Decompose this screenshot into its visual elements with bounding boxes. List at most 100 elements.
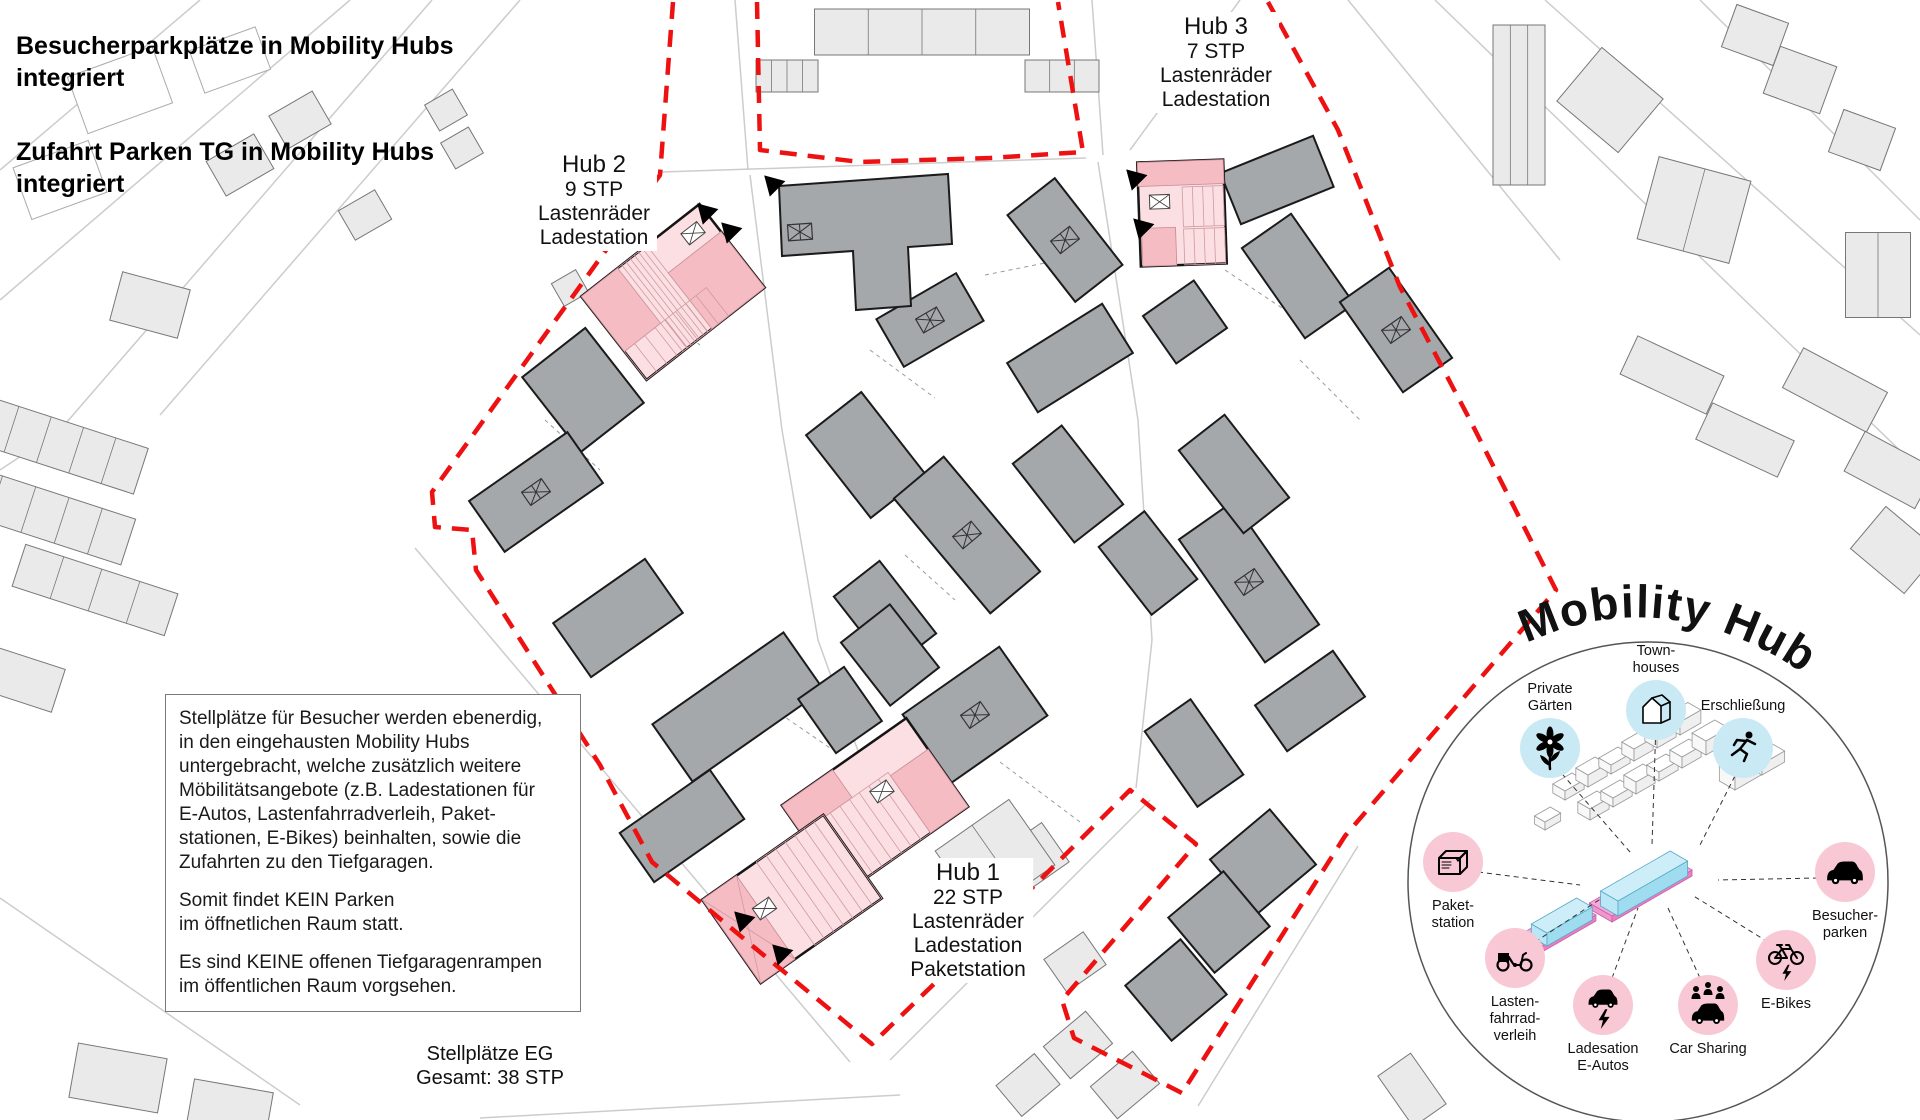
info-box-line: stationen, E-Bikes) beinhalten, sowie di… — [179, 828, 522, 849]
development-buildings-layer — [467, 134, 1454, 1043]
development-building — [1005, 302, 1135, 414]
context-building — [0, 395, 149, 495]
hub-footprint — [700, 813, 884, 985]
context-building — [11, 543, 179, 637]
e-bike-icon — [1768, 944, 1804, 981]
development-building — [1097, 509, 1199, 617]
hub-3-label-line: Hub 3 — [1183, 13, 1249, 40]
legend-item-e-bike: E-Bikes — [1756, 930, 1816, 1012]
stair-core-marker — [1380, 315, 1412, 345]
dotted-link — [984, 254, 1086, 276]
context-building — [423, 88, 469, 132]
legend-item-label: E-Bikes — [1761, 996, 1811, 1012]
hub-3-label-line: 7 STP — [1186, 40, 1246, 63]
dotted-link — [904, 554, 956, 601]
street-line — [1197, 845, 1359, 1107]
dotted-link — [999, 761, 1081, 823]
street-line — [0, 897, 301, 1106]
legend-item-package: Paket-station — [1423, 832, 1483, 931]
legend-item-label: E-Autos — [1577, 1058, 1629, 1074]
context-building — [1695, 402, 1795, 478]
entrance-arrow-icon — [772, 944, 794, 966]
legend-item-label: Private — [1527, 681, 1572, 697]
context-building — [1619, 335, 1725, 415]
dotted-link — [1299, 359, 1361, 421]
context-building — [186, 1078, 274, 1120]
context-building — [1042, 1010, 1114, 1080]
development-building — [1143, 697, 1245, 809]
stair-core-marker — [959, 700, 991, 730]
stair-core-marker — [1233, 567, 1265, 597]
context-building — [1024, 59, 1100, 93]
street-line — [479, 1094, 901, 1119]
total-parking-label: Stellplätze EG Gesamt: 38 STP — [416, 1042, 564, 1090]
info-box-line: Zufahrten zu den Tiefgaragen. — [179, 852, 434, 873]
legend-item-label: Lasten- — [1491, 994, 1540, 1010]
context-building — [337, 189, 393, 241]
townhouse-icon — [1642, 694, 1671, 724]
info-box-line: untergebracht, welche zusätzlich weitere — [179, 756, 522, 777]
entrance-arrow-icon — [764, 175, 786, 197]
entrance-arrow-icon — [1126, 169, 1148, 191]
entrance-arrow-icon — [734, 911, 756, 933]
context-building — [0, 464, 137, 566]
context-building — [268, 90, 332, 150]
hub-3-label-line: Lastenräder — [1159, 64, 1273, 87]
red-dashed-boundary — [754, 1, 1086, 165]
info-text-box: Stellplätze für Besucher werden ebenerdi… — [165, 694, 581, 1012]
site-boundary-red-dashed — [429, 0, 1559, 1096]
legend-item-label: houses — [1633, 660, 1680, 676]
street-line — [414, 547, 851, 1063]
info-box-line — [179, 875, 571, 889]
ev-charging-icon — [1588, 989, 1618, 1029]
context-building — [814, 8, 1030, 56]
context-building — [755, 59, 819, 93]
hub-2-label-line: 9 STP — [564, 178, 624, 201]
context-building — [1827, 108, 1897, 172]
development-building — [1240, 212, 1356, 340]
dotted-link — [759, 699, 831, 749]
info-box-line: Stellplätze für Besucher werden ebenerdi… — [179, 708, 543, 729]
mobility-hub-footprints-layer — [579, 158, 1229, 985]
legend-item-running-person: Erschließung — [1701, 698, 1786, 778]
info-box-line: im öffentlichen Raum vorgsehen. — [179, 976, 457, 997]
hub-2-label-line: Ladestation — [539, 226, 649, 249]
info-box-line: Es sind KEINE offenen Tiefgaragenrampen — [179, 952, 542, 973]
context-building — [1492, 24, 1546, 186]
legend-item-label: Gärten — [1528, 698, 1572, 714]
legend-item-label: Paket- — [1432, 898, 1474, 914]
context-building-outline — [12, 139, 108, 221]
development-building — [650, 631, 826, 783]
context-building — [68, 1042, 168, 1114]
context-building-outline — [66, 45, 174, 135]
total-line-2: Gesamt: 38 STP — [416, 1067, 564, 1089]
legend-item-car-sharing: Car Sharing — [1669, 975, 1747, 1057]
legend-connector-line — [1549, 759, 1631, 853]
legend-connector-line — [1611, 907, 1639, 979]
legend-items: PrivateGärtenTown-housesErschließungPake… — [1423, 643, 1878, 1074]
street-line — [1347, 0, 1561, 261]
legend-item-circle — [1573, 975, 1633, 1035]
development-building — [1219, 134, 1335, 226]
entrance-arrow-icon — [1133, 218, 1155, 240]
context-building — [1762, 45, 1838, 115]
legend-item-label: Erschließung — [1701, 698, 1786, 714]
development-building — [1177, 413, 1291, 535]
development-building — [1123, 937, 1229, 1043]
legend-connector-line — [1534, 897, 1603, 943]
context-building — [1720, 3, 1790, 67]
context-building — [995, 1052, 1061, 1118]
info-box-line — [179, 937, 571, 951]
running-person-icon — [1730, 731, 1757, 763]
stair-core-marker — [914, 306, 946, 334]
cargo-bike-icon — [1496, 952, 1533, 972]
development-building — [618, 768, 746, 884]
legend-connector-line — [1717, 877, 1819, 881]
legend-item-label: verleih — [1494, 1028, 1537, 1044]
development-building — [839, 602, 941, 708]
context-building — [1781, 347, 1889, 433]
info-box-line: im öffnetlichen Raum statt. — [179, 914, 404, 935]
